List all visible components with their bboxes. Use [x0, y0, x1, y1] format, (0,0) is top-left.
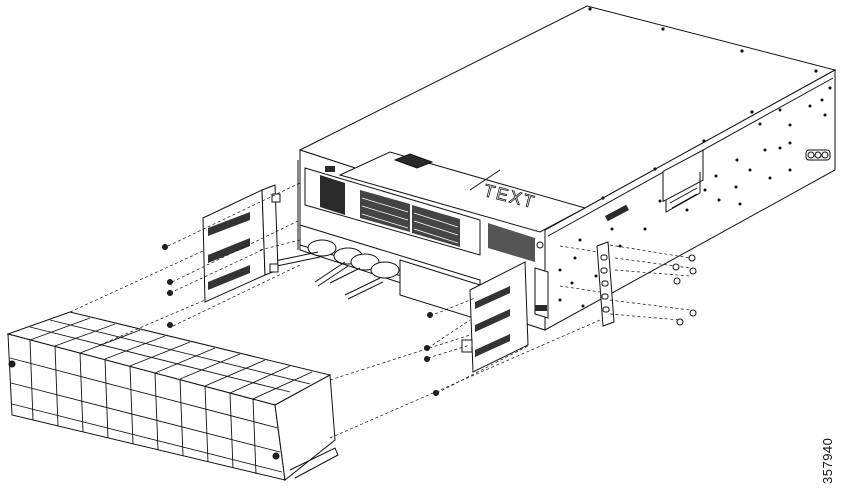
side-vent-holes — [558, 86, 832, 308]
front-bezel-filter — [8, 312, 338, 480]
chassis — [270, 6, 835, 330]
screws — [163, 245, 697, 396]
power-supply-modules — [270, 225, 480, 320]
lid-panel — [340, 152, 585, 232]
alignment-leader-lines — [70, 183, 690, 438]
front-io-panel — [305, 166, 543, 262]
top-screw-holes — [588, 7, 818, 200]
side-handle — [663, 150, 703, 212]
left-cable-bracket — [203, 185, 280, 302]
rack-mount-ear — [597, 242, 614, 326]
side-label-plate — [604, 204, 630, 222]
side-logo — [806, 150, 830, 160]
figure-id: 357940 — [820, 437, 835, 484]
